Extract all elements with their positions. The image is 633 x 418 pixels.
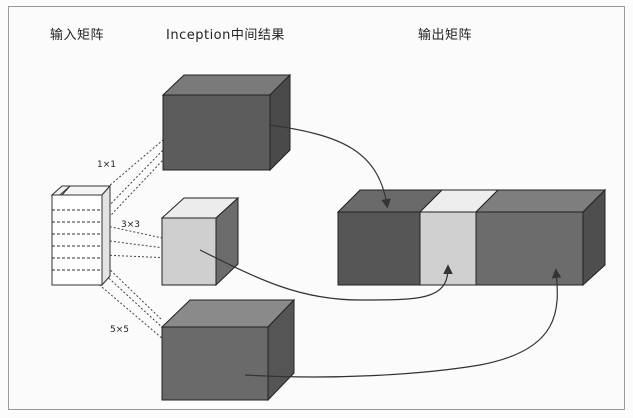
conv-label-5x5: 5×5 [110, 325, 129, 335]
connector-arrows [199, 124, 562, 378]
input-matrix-cube [50, 184, 112, 287]
input-matrix-heading: 输入矩阵 [50, 28, 105, 43]
output-matrix-heading: 输出矩阵 [418, 28, 473, 43]
intermediate-cube-3x3 [160, 196, 240, 287]
conv-label-1x1: 1×1 [97, 160, 116, 170]
intermediate-cube-5x5 [160, 298, 296, 402]
output-matrix-block [336, 188, 607, 287]
intermediate-cube-1x1 [161, 73, 292, 172]
intermediate-result-heading: Inception中间结果 [166, 28, 285, 43]
conv-label-3x3: 3×3 [121, 220, 140, 230]
